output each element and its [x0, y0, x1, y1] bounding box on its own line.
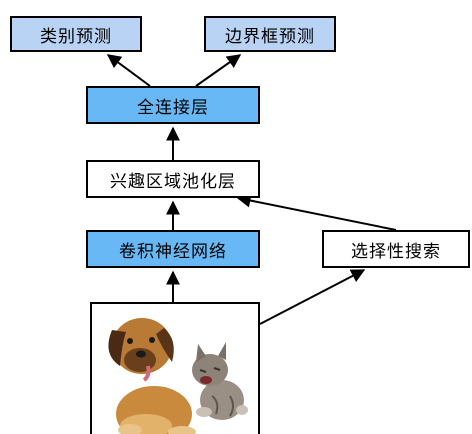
puppy-paw: [168, 426, 196, 434]
cnn-node: 卷积神经网络: [86, 230, 260, 268]
bbox-prediction-node: 边界框预测: [204, 16, 336, 52]
input-image: [90, 302, 260, 434]
class-prediction-node: 类别预测: [10, 16, 142, 52]
arrow-image-to-selective-search: [259, 269, 366, 325]
selective-search-node: 选择性搜索: [322, 230, 470, 268]
arrow-fc-to-class: [106, 54, 151, 87]
arrow-fc-to-bbox: [195, 54, 242, 87]
arrow-selective-search-to-roi: [236, 193, 397, 231]
roi-pooling-node: 兴趣区域池化层: [86, 160, 260, 198]
fully-connected-node: 全连接层: [86, 86, 260, 124]
dog-and-cat-image: [92, 304, 258, 434]
